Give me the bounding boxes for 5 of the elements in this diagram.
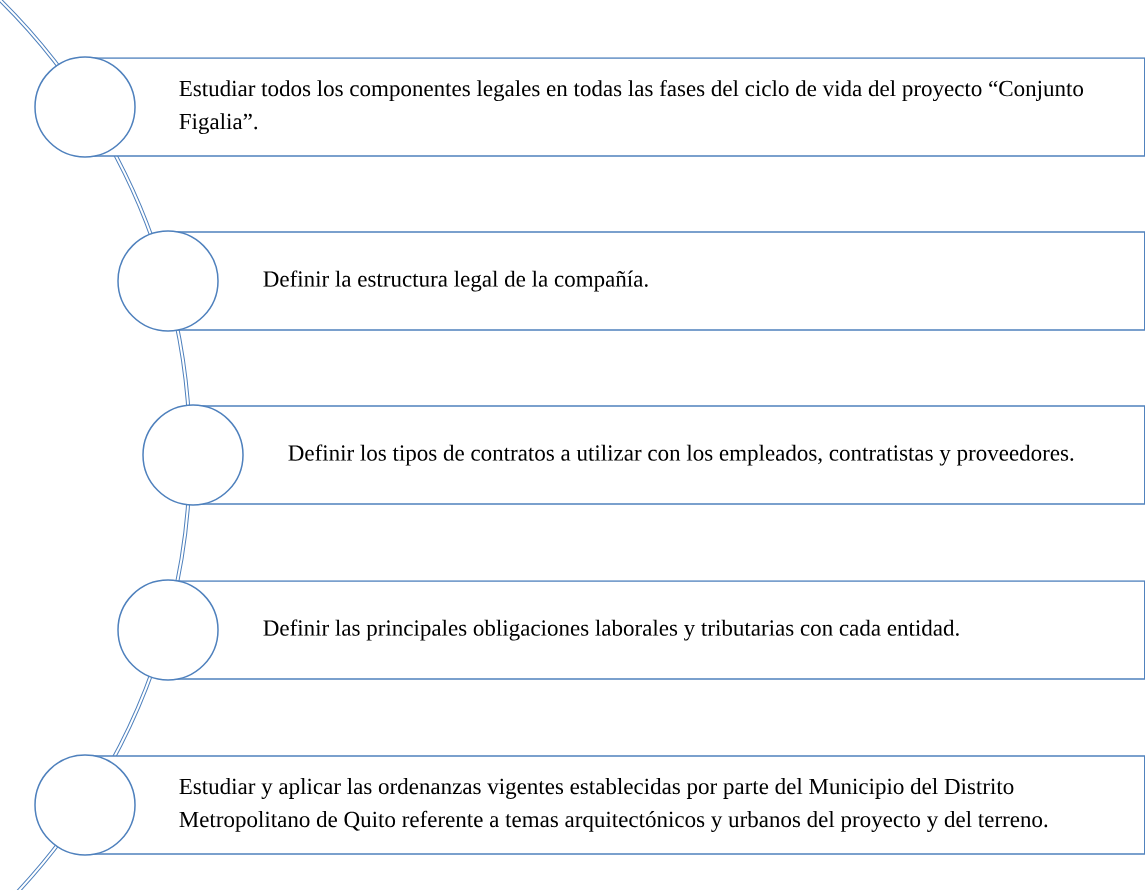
text-band: Definir los tipos de contratos a utilizar con los empleados, contratistas y proveedores. [193,405,1145,505]
node-label: Estudiar y aplicar las ordenanzas vigentes establecidas por parte del Municipio del Distrito Metropolitano de Quito referente a temas arquitectónicos y urbanos del proyecto y del terreno. [179,778,1048,832]
text-band: Definir las principales obligaciones laborales y tributarias con cada entidad. [168,580,1145,680]
node-label: Estudiar todos los componentes legales en todas las fases del ciclo de vida del proyecto “Conjunto Figalia”. [179,79,1084,135]
text-band: Definir la estructura legal de la compañía. [168,231,1145,331]
